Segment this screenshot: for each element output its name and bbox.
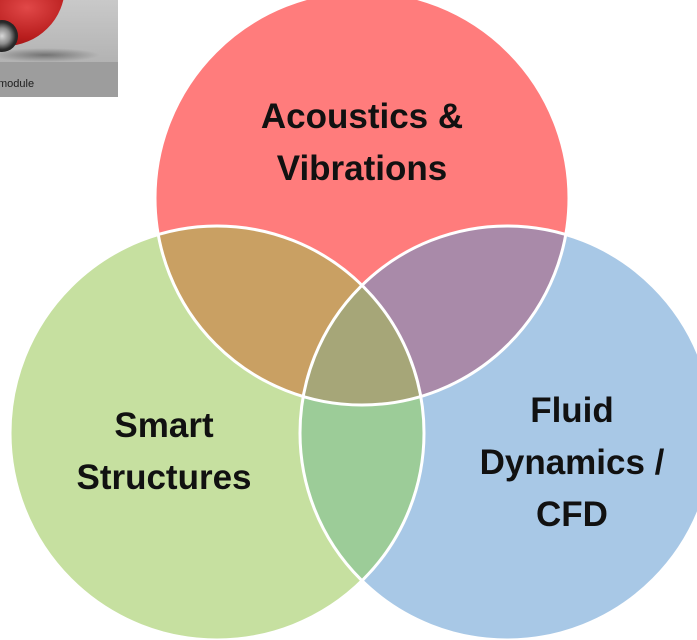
overlap-acoustics-smart [155, 226, 424, 405]
outline-acoustics [153, 0, 571, 407]
overlap-acoustics-fluid [300, 226, 569, 405]
label-fluid-line2: Dynamics / [480, 443, 665, 482]
car-shadow [0, 48, 100, 62]
label-smart-line2: Structures [76, 458, 251, 497]
car-wheel-icon [0, 20, 18, 52]
label-smart-line1: Smart [114, 406, 214, 445]
car-module-thumbnail: module [0, 0, 118, 97]
outline-smart [8, 224, 426, 640]
label-fluid-line3: CFD [536, 495, 608, 534]
outline-fluid [298, 224, 697, 640]
label-acoustics-line2: Vibrations [277, 149, 448, 188]
label-acoustics-line1: Acoustics & [261, 97, 463, 136]
thumbnail-caption-strip: module [0, 62, 118, 97]
thumbnail-caption: module [0, 78, 35, 90]
label-fluid-line1: Fluid [530, 391, 614, 430]
